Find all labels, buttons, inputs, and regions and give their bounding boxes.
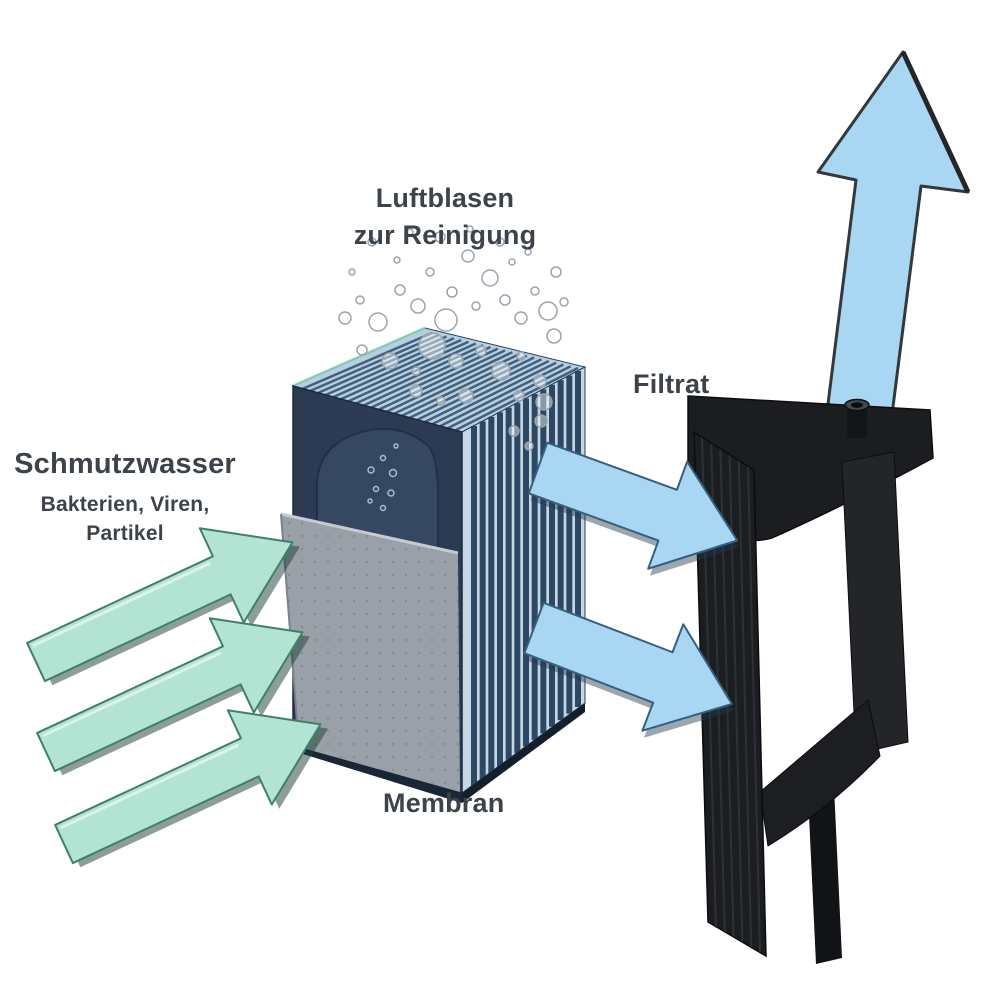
- label-dirty-water: Schmutzwasser Bakterien, Viren, Partikel: [8, 448, 242, 548]
- label-dirty-water-title: Schmutzwasser: [14, 448, 236, 480]
- label-membrane: Membran: [383, 788, 505, 818]
- label-filtrate: Filtrat: [633, 369, 710, 399]
- label-air-bubbles: Luftblasen zur Reinigung: [280, 180, 610, 254]
- housing-pipe-port: [844, 398, 870, 438]
- label-air-bubbles-line1: Luftblasen: [375, 183, 515, 213]
- air-bubbles: [338, 225, 569, 451]
- membrane-module: [280, 326, 587, 803]
- housing-lower-bracket: [759, 699, 881, 847]
- label-dirty-water-sub1: Bakterien, Viren,: [40, 493, 210, 516]
- label-air-bubbles-line2: zur Reinigung: [353, 220, 537, 250]
- membrane-sheet: [280, 512, 460, 792]
- label-dirty-water-sub2: Partikel: [86, 522, 164, 545]
- filtrate-up-arrow: [816, 50, 971, 464]
- housing-right-rail: [841, 451, 909, 755]
- filter-housing: [687, 395, 934, 964]
